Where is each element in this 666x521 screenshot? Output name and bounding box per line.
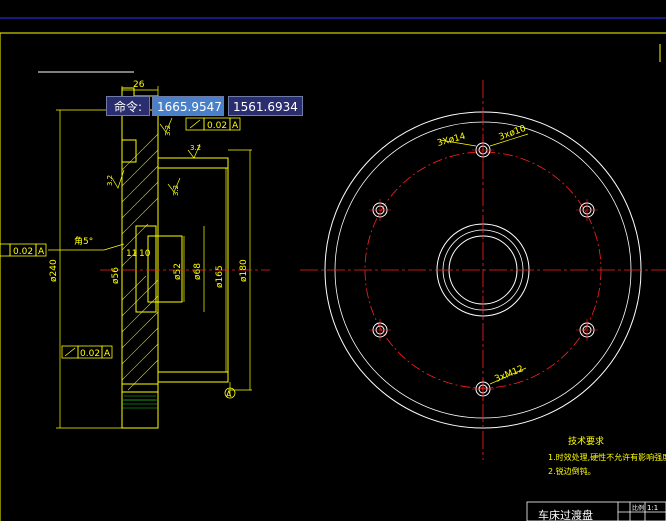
scale-label: 比例	[632, 504, 644, 512]
tech-item-2: 2.锐边倒钝。	[548, 466, 596, 476]
tol-bottom-datum: A	[104, 349, 111, 359]
title-block	[526, 501, 666, 521]
tolerance-frame-top	[185, 117, 241, 131]
dim-11: 11	[126, 249, 137, 259]
scale-value: 1:1	[647, 504, 658, 512]
holes-callout-1: 3Xø14	[436, 132, 467, 149]
tol-left-datum: A	[38, 247, 45, 257]
rough-2: 3.2	[172, 185, 180, 196]
dim-d165: ø165	[215, 265, 225, 288]
coordinate-x-input[interactable]: 1665.9547	[152, 96, 224, 116]
drawing-title: 车床过渡盘	[538, 508, 593, 521]
rough-3: 3.2	[164, 125, 172, 136]
tol-bottom-value: 0.02	[80, 349, 100, 359]
tolerance-frame-bottom	[61, 345, 113, 359]
tol-left-value: 0.02	[13, 247, 33, 257]
dim-chamfer: 角5°	[74, 235, 93, 247]
dim-d240: ø240	[49, 259, 59, 282]
tol-top-value: 0.02	[207, 121, 227, 131]
holes-callout-2: 3xø10	[498, 124, 528, 143]
dim-top: 26	[133, 80, 145, 90]
datum-a-label: A	[226, 390, 232, 399]
tech-requirements-title: 技术要求	[568, 435, 604, 447]
command-prompt-label: 命令:	[106, 96, 150, 116]
dim-d180: ø180	[239, 259, 249, 282]
dim-d56: ø56	[111, 267, 121, 284]
front-view	[300, 80, 666, 460]
dim-10: 10	[139, 249, 151, 259]
tech-item-1: 1.时效处理,硬性不允许有影响强度和装配的缺陷	[548, 452, 666, 462]
dim-d52: ø52	[173, 263, 183, 280]
tol-top-datum: A	[232, 121, 239, 131]
coordinate-y-input[interactable]: 1561.6934	[228, 96, 303, 116]
rough-4: 3.2	[190, 144, 201, 152]
dim-d68: ø68	[193, 263, 203, 280]
rough-1: 3.2	[106, 175, 114, 186]
tolerance-frame-left	[0, 243, 47, 257]
